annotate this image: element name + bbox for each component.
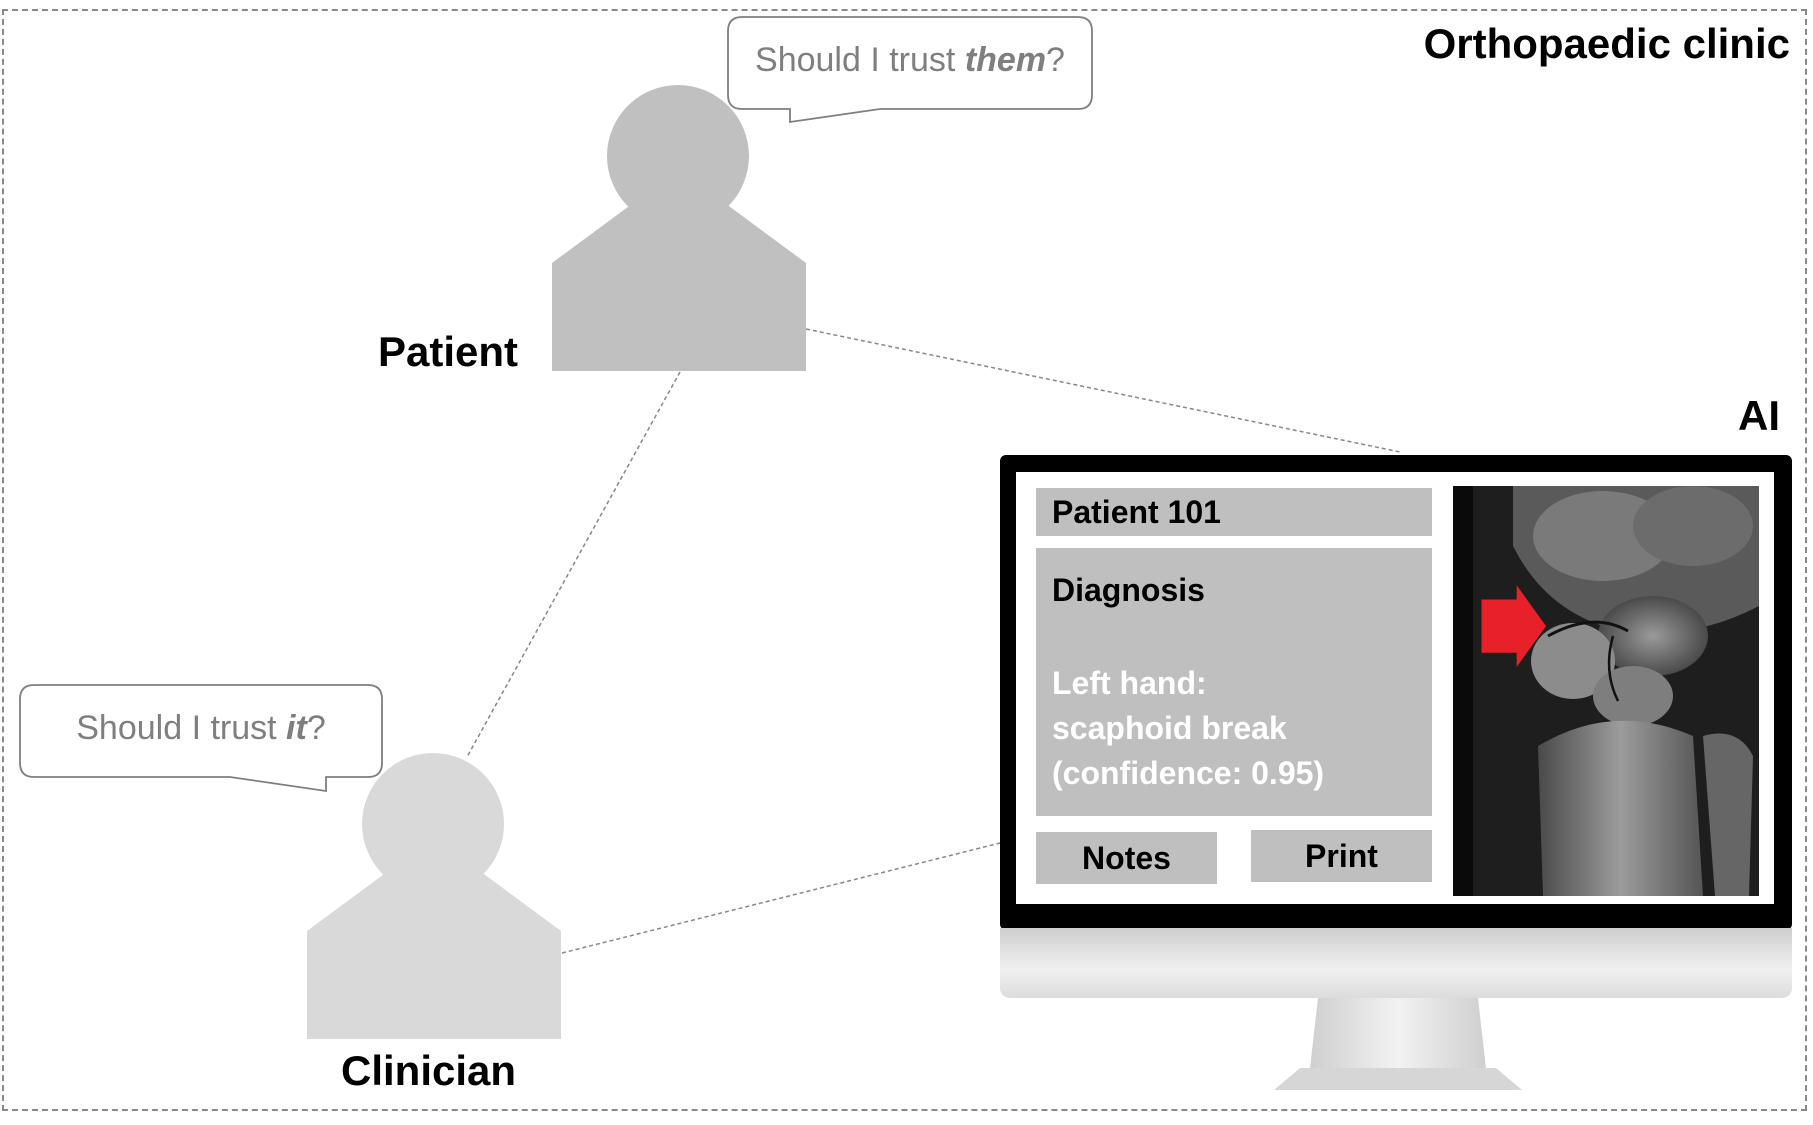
clinician-question: Should I trust it? (76, 709, 326, 747)
diagnosis-result: Left hand: scaphoid break (confidence: 0… (1052, 661, 1416, 796)
patient-speech-bubble (727, 16, 1093, 124)
notes-button[interactable]: Notes (1036, 832, 1217, 884)
clinician-ai-link (561, 842, 1001, 954)
clinician-label: Clinician (341, 1047, 517, 1094)
patient-figure (552, 85, 806, 371)
diagnosis-line: Left hand: (1052, 665, 1207, 701)
patient-question: Should I trust them? (755, 41, 1065, 79)
monitor-chin (1000, 928, 1792, 998)
ai-label: AI (1738, 392, 1780, 439)
diagnosis-line: (confidence: 0.95) (1052, 755, 1325, 791)
clinician-figure (307, 753, 561, 1039)
clinician-speech-bubble (19, 684, 383, 793)
wrist-xray-image (1453, 486, 1759, 896)
clinic-boundary (2, 9, 1807, 1111)
diagnosis-panel: Diagnosis Left hand: scaphoid break (con… (1036, 548, 1432, 816)
patient-id-field: Patient 101 (1036, 488, 1432, 536)
diagnosis-title: Diagnosis (1052, 572, 1205, 608)
patient-clinician-link (466, 371, 681, 758)
patient-label: Patient (378, 328, 519, 375)
xray-illustration (1453, 486, 1759, 896)
patient-ai-link (805, 328, 1401, 453)
scene-title: Orthopaedic clinic (1423, 20, 1790, 67)
diagnosis-line: scaphoid break (1052, 710, 1287, 746)
print-button[interactable]: Print (1251, 830, 1432, 882)
